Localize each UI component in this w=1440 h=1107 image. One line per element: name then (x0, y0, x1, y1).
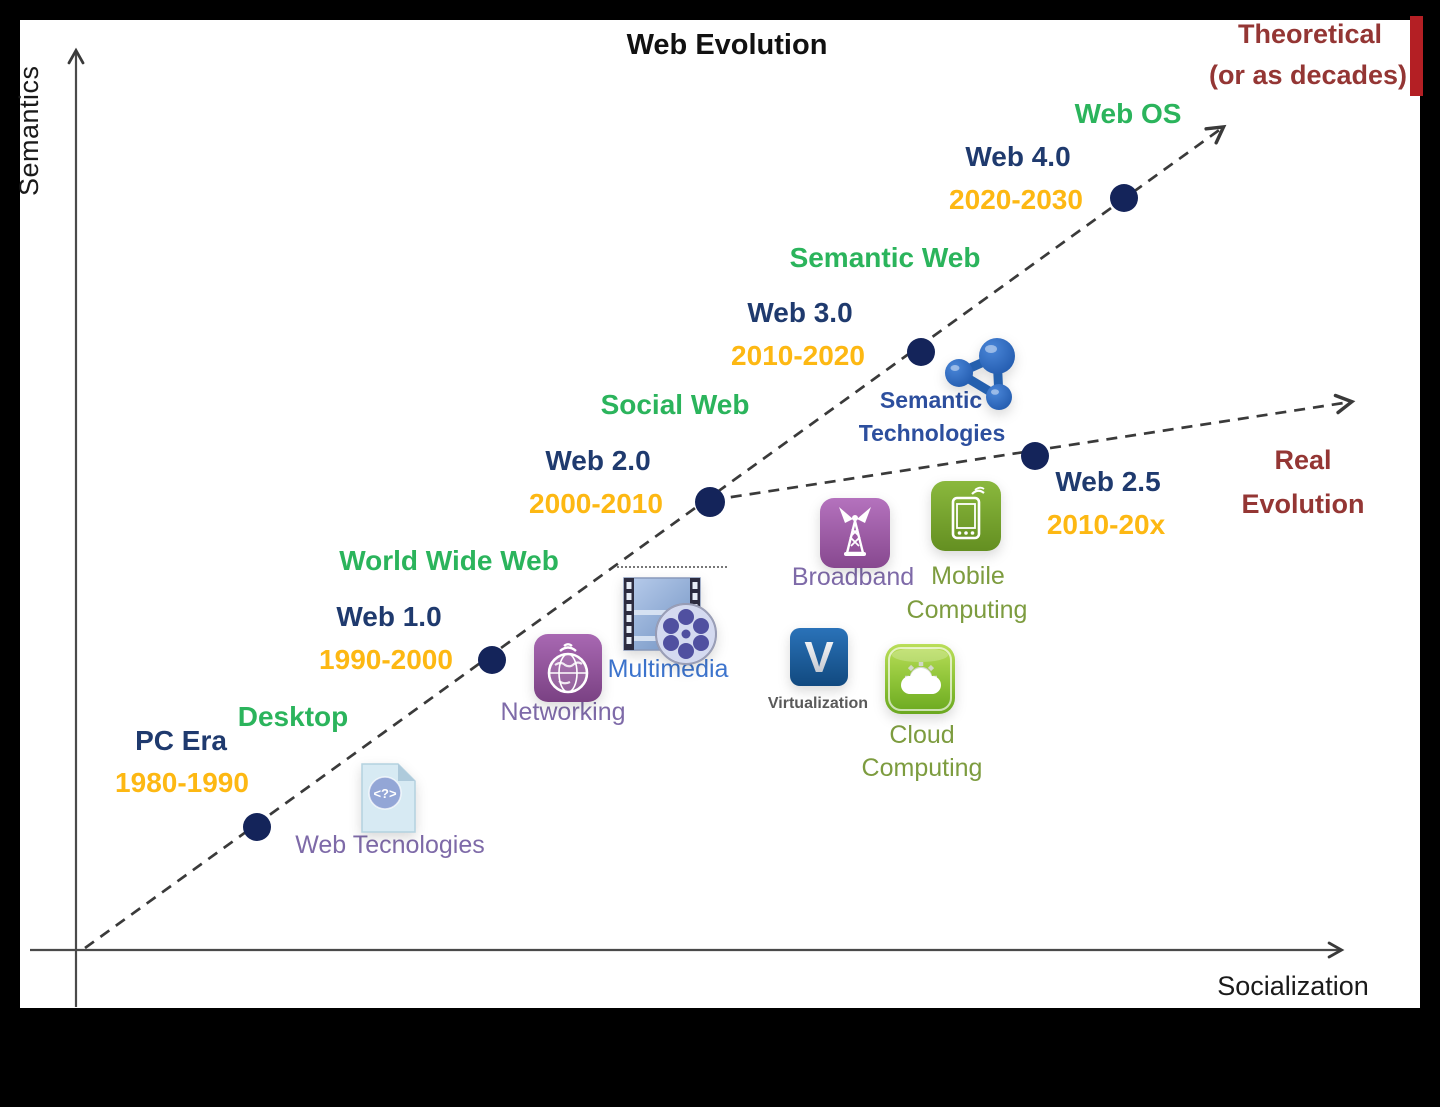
film-reel-icon (616, 570, 728, 668)
letter-v-icon: V (789, 627, 849, 687)
diagram-title: Web Evolution (626, 29, 828, 61)
broadband-label: Broadband (791, 563, 915, 591)
x-axis-label: Socialization (1217, 971, 1369, 1001)
cloud-computing-label-line2: Computing (861, 754, 983, 782)
rdf-graph-icon (935, 331, 1025, 417)
theoretical-label-line1: Theoretical (1237, 19, 1383, 49)
era-years-web4: 2020-2030 (949, 184, 1083, 215)
web-technologies-label: Web Tecnologies (295, 831, 485, 859)
phase-desktop: Desktop (237, 701, 349, 732)
era-name-web2: Web 2.0 (545, 445, 651, 476)
era-name-pc: PC Era (135, 725, 227, 756)
phase-web-os: Web OS (1074, 98, 1182, 129)
era-years-web2: 2000-2010 (529, 488, 663, 519)
semantic-technologies-label-line1: Semantic (879, 387, 983, 413)
mobile-computing-label-line2: Computing (906, 596, 1028, 624)
mobile-computing-label-line1: Mobile (931, 562, 1005, 590)
phase-world-wide-web: World Wide Web (339, 545, 559, 576)
era-years-web25: 2010-20x (1046, 509, 1166, 540)
networking-label: Networking (500, 698, 626, 726)
document-code-icon: <?> (355, 760, 421, 836)
era-years-pc: 1980-1990 (115, 767, 249, 798)
era-name-web1: Web 1.0 (336, 601, 442, 632)
phase-social-web: Social Web (600, 389, 750, 420)
era-years-web3: 2010-2020 (731, 340, 865, 371)
y-axis-label: Semantics (14, 65, 44, 196)
multimedia-label: Multimedia (607, 655, 729, 683)
semantic-technologies-label-line2: Technologies (858, 420, 1006, 446)
multimedia-dotted-border (617, 566, 727, 568)
globe-network-icon (533, 633, 603, 703)
real-label-line1: Real (1274, 445, 1332, 475)
era-name-web3: Web 3.0 (747, 297, 853, 328)
era-name-web25: Web 2.5 (1055, 466, 1161, 497)
red-edge-bar (1410, 16, 1423, 96)
era-years-web1: 1990-2000 (319, 644, 453, 675)
cloud-gear-icon (884, 643, 956, 715)
cloud-computing-label-line1: Cloud (889, 721, 955, 749)
era-name-web4: Web 4.0 (965, 141, 1071, 172)
virtualization-label: Virtualization (767, 695, 869, 712)
radio-tower-icon (819, 497, 891, 569)
theoretical-label-line2: (or as decades) (1208, 60, 1408, 90)
real-label-line2: Evolution (1241, 489, 1365, 519)
svg-text:V: V (804, 633, 834, 682)
smartphone-icon (930, 480, 1002, 552)
svg-text:<?>: <?> (373, 786, 397, 801)
phase-semantic-web: Semantic Web (789, 242, 981, 273)
diagram-canvas (20, 20, 1420, 1008)
